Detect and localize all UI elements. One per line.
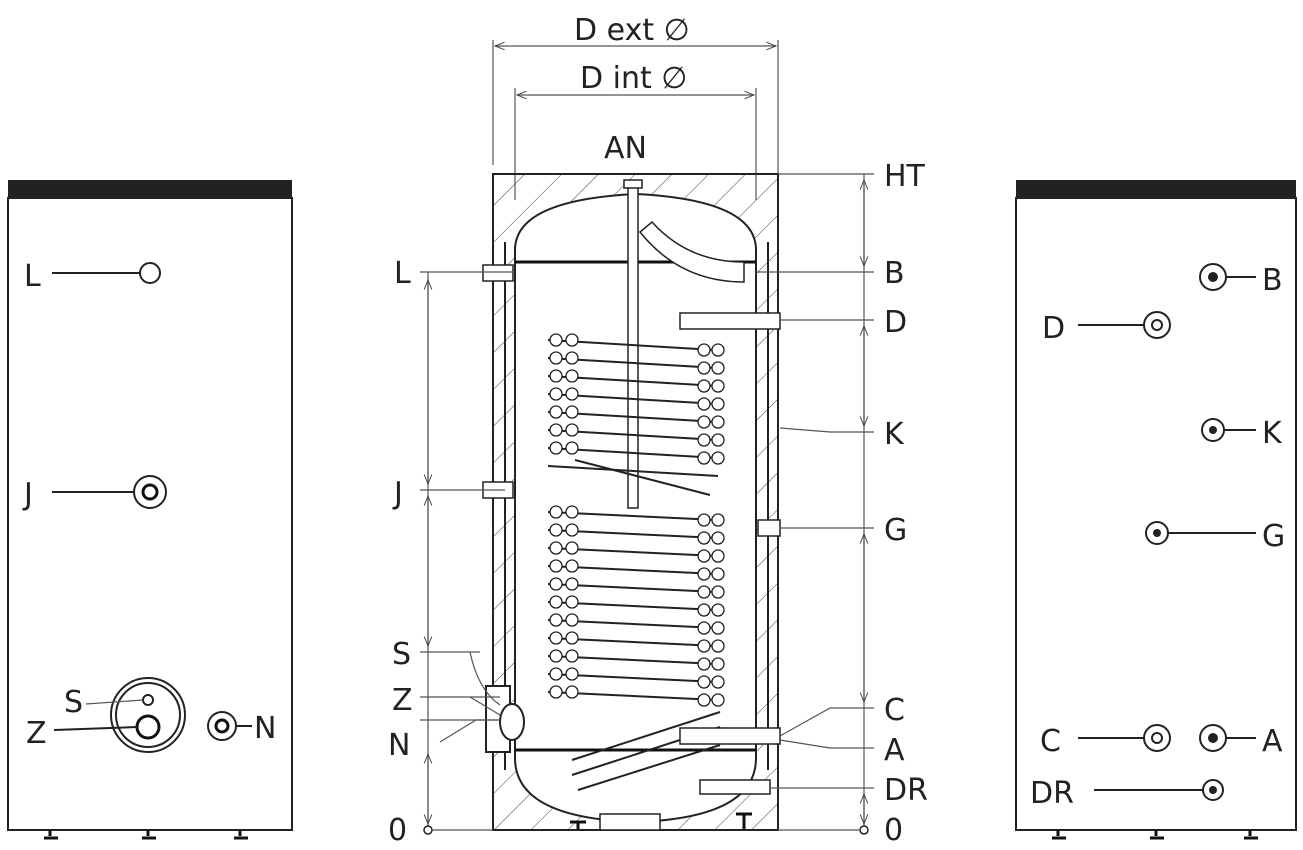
back-view: B D K G C A DR <box>1015 180 1297 840</box>
back-label-g: G <box>1262 519 1285 554</box>
lower-coil <box>547 505 725 707</box>
section-label-ht: HT <box>884 159 926 194</box>
nozzle-c-a <box>679 727 781 745</box>
nozzle-d <box>679 312 781 330</box>
port-z-circle <box>135 714 161 740</box>
section-label-d: D <box>884 305 907 340</box>
dim-label-d-int: D int ∅ <box>580 61 687 96</box>
section-label-a: A <box>884 733 905 768</box>
dim-label-d-ext: D ext ∅ <box>574 13 690 48</box>
back-label-dr: DR <box>1030 776 1074 811</box>
back-label-b: B <box>1262 263 1283 298</box>
nozzle-dr <box>699 779 771 795</box>
front-label-j: J <box>22 477 33 512</box>
section-label-c: C <box>884 693 905 728</box>
hot-outlet-pipe <box>638 220 745 283</box>
back-feet <box>1052 830 1258 840</box>
nozzle-g <box>757 519 781 537</box>
anode-rod <box>627 185 639 509</box>
front-label-z: Z <box>26 716 47 751</box>
back-port-d <box>1143 311 1171 339</box>
section-label-s: S <box>392 637 411 672</box>
back-label-c: C <box>1040 724 1061 759</box>
section-label-dr: DR <box>884 773 928 808</box>
front-label-n: N <box>254 711 276 746</box>
port-s-circle <box>142 694 154 706</box>
section-label-l: L <box>394 256 411 291</box>
back-label-a: A <box>1262 724 1283 759</box>
front-top-cap <box>8 180 292 198</box>
section-label-zero-left: 0 <box>388 813 407 845</box>
dim-label-an: AN <box>604 131 647 166</box>
upper-coil <box>547 333 725 496</box>
front-label-l: L <box>24 259 41 294</box>
back-label-k: K <box>1262 416 1283 451</box>
section-label-g: G <box>884 513 907 548</box>
front-view: L J S Z N <box>7 180 293 840</box>
port-j-circle <box>133 475 167 509</box>
section-label-zero-right: 0 <box>884 813 903 845</box>
front-feet <box>44 830 248 840</box>
section-label-k: K <box>884 417 905 452</box>
port-n-circle <box>207 711 237 741</box>
front-label-s: S <box>64 685 83 720</box>
section-label-j: J <box>392 476 403 511</box>
back-port-c <box>1143 724 1171 752</box>
nozzle-l <box>482 264 514 282</box>
front-body <box>7 197 293 831</box>
section-label-z: Z <box>392 683 413 718</box>
back-top-cap <box>1016 180 1296 198</box>
section-view: D ext ∅ D int ∅ AN <box>388 13 928 848</box>
section-label-n: N <box>388 728 410 763</box>
section-label-b: B <box>884 256 905 291</box>
flange-outer <box>110 677 186 753</box>
back-label-d: D <box>1042 311 1065 346</box>
port-l-circle <box>139 262 161 284</box>
